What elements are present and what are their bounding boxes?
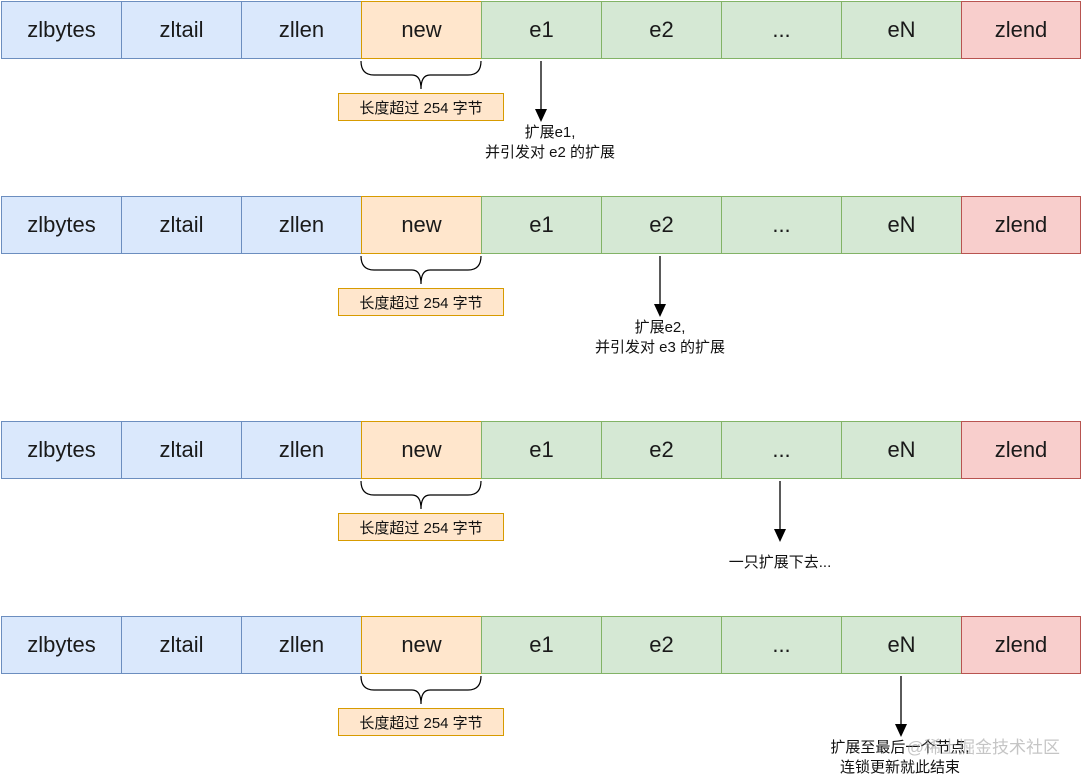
note-line: 扩展e2, [634, 319, 686, 336]
cell-eN: eN [841, 616, 962, 674]
cascade-note: 扩展e1, 并引发对 e2 的扩展 [440, 123, 660, 163]
cell-new: new [361, 421, 482, 479]
note-line: 扩展至最后一个节点, [830, 739, 970, 756]
cell-ellipsis: ... [721, 616, 842, 674]
ziplist-row-1: zlbytes zltail zllen new e1 e2 ... eN zl… [0, 1, 1082, 161]
length-label: 长度超过 254 字节 [338, 708, 504, 736]
watermark: @稀土掘金技术社区 [906, 738, 1060, 757]
down-arrow-icon [895, 676, 907, 737]
cell-ellipsis: ... [721, 196, 842, 254]
down-arrow-icon [654, 256, 666, 317]
ziplist-row-4: zlbytes zltail zllen new e1 e2 ... eN zl… [0, 616, 1082, 776]
cell-new: new [361, 196, 482, 254]
cell-new: new [361, 1, 482, 59]
cell-e2: e2 [601, 421, 722, 479]
cell-zltail: zltail [121, 616, 242, 674]
brace-icon [360, 480, 482, 510]
note-line: 并引发对 e2 的扩展 [484, 144, 616, 161]
cell-ellipsis: ... [721, 1, 842, 59]
cell-eN: eN [841, 196, 962, 254]
cell-zlbytes: zlbytes [1, 616, 122, 674]
cell-zlend: zlend [961, 196, 1081, 254]
down-arrow-icon [774, 481, 786, 542]
cascade-note: 扩展至最后一个节点, 连锁更新就此结束 [790, 738, 1010, 778]
cell-ellipsis: ... [721, 421, 842, 479]
cell-e2: e2 [601, 616, 722, 674]
cell-eN: eN [841, 421, 962, 479]
cell-zlbytes: zlbytes [1, 1, 122, 59]
cell-new: new [361, 616, 482, 674]
down-arrow-icon [535, 61, 547, 122]
ziplist-row-3: zlbytes zltail zllen new e1 e2 ... eN zl… [0, 421, 1082, 581]
length-label: 长度超过 254 字节 [338, 513, 504, 541]
cell-zlend: zlend [961, 616, 1081, 674]
cell-zlend: zlend [961, 1, 1081, 59]
cascade-note: 一只扩展下去... [680, 553, 880, 573]
cell-e1: e1 [481, 421, 602, 479]
cell-e1: e1 [481, 196, 602, 254]
brace-icon [360, 675, 482, 705]
cell-zlbytes: zlbytes [1, 196, 122, 254]
cascade-note: 扩展e2, 并引发对 e3 的扩展 [550, 318, 770, 358]
cell-zltail: zltail [121, 1, 242, 59]
ziplist-row-2: zlbytes zltail zllen new e1 e2 ... eN zl… [0, 196, 1082, 356]
cell-eN: eN [841, 1, 962, 59]
cell-e1: e1 [481, 1, 602, 59]
cell-zllen: zllen [241, 1, 362, 59]
cell-zlend: zlend [961, 421, 1081, 479]
note-line: 扩展e1, [524, 124, 576, 141]
note-line: 并引发对 e3 的扩展 [594, 339, 726, 356]
length-label: 长度超过 254 字节 [338, 93, 504, 121]
length-label: 长度超过 254 字节 [338, 288, 504, 316]
cell-e1: e1 [481, 616, 602, 674]
note-line: 一只扩展下去... [728, 554, 832, 571]
cell-e2: e2 [601, 196, 722, 254]
note-line: 连锁更新就此结束 [839, 759, 960, 776]
cell-zlbytes: zlbytes [1, 421, 122, 479]
brace-icon [360, 255, 482, 285]
cell-zllen: zllen [241, 616, 362, 674]
cell-zltail: zltail [121, 196, 242, 254]
cell-zllen: zllen [241, 421, 362, 479]
cell-zllen: zllen [241, 196, 362, 254]
cell-zltail: zltail [121, 421, 242, 479]
brace-icon [360, 60, 482, 90]
cell-e2: e2 [601, 1, 722, 59]
